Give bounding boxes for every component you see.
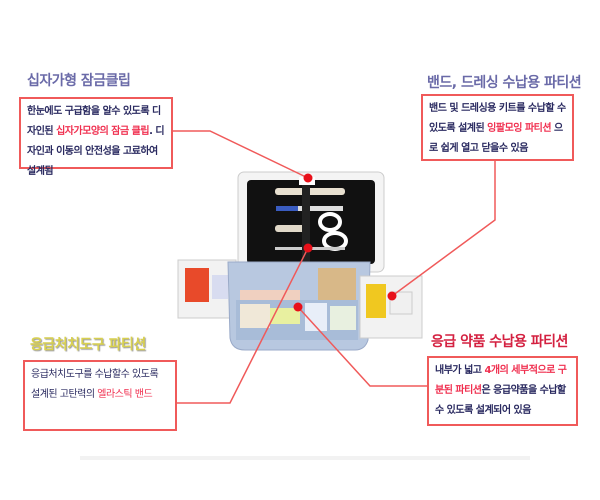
- elastic-band: [302, 180, 310, 264]
- marker-dot: [293, 302, 303, 312]
- callout-box-cross-clip: 한눈에도 구급함을 알수 있도록 디자인된 십자가모양의 잠금 클립. 디자인과…: [19, 97, 173, 177]
- callout-box-band-partition: 밴드 및 드레싱용 키트를 수납할 수 있도록 설계된 잉팔모잉 파티션 으로 …: [421, 94, 574, 161]
- callout-text: 한눈에도 구급함을 알수 있도록 디자인된: [27, 106, 161, 137]
- callout-title-medicine-partition: 응급 약품 수납용 파티션: [431, 334, 568, 350]
- callout-text: 내부가 넓고: [435, 365, 485, 376]
- callout-highlight: 잉팔모잉 파티션: [487, 123, 552, 134]
- callout-highlight: 4개의 세부적으로 구분된 파티션: [435, 365, 567, 396]
- callout-title-band-partition: 밴드, 드레싱 수납용 파티션: [427, 75, 582, 91]
- callout-text: . 디자인과 이동의 안전성을 고료하여 설계됨: [27, 126, 165, 177]
- callout-title-cross-clip: 십자가형 잠금클립: [27, 73, 131, 89]
- callout-highlight: 엘라스틱 밴드: [97, 389, 153, 400]
- callout-box-medicine-partition: 내부가 넓고 4개의 세부적으로 구분된 파티션은 응급약품을 수납할수 있도록…: [427, 356, 578, 426]
- marker-dot: [387, 291, 397, 301]
- faint-footer-text: [80, 456, 530, 460]
- lid-black-panel: [247, 180, 375, 264]
- callout-title-first-aid-tools: 응급처치도구 파티션: [30, 337, 146, 353]
- marker-dot: [303, 173, 313, 183]
- callout-text: 응급처치도구를 수납할수 있도록 설계된 고탄력의: [31, 369, 159, 400]
- callout-text: 으로 쉽게 열고 닫을수 있음: [429, 123, 563, 154]
- callout-highlight: 십자가모양의 잠금 클립: [56, 126, 150, 137]
- callout-box-first-aid-tools: 응급처치도구를 수납할수 있도록 설계된 고탄력의 엘라스틱 밴드: [23, 360, 177, 431]
- marker-dot: [303, 243, 313, 253]
- callout-text: 은 응급약품을 수납할수 있도록 설계되어 있음: [435, 385, 566, 416]
- callout-text: 밴드 및 드레싱용 키트를 수납할 수 있도록 설계된: [429, 103, 566, 134]
